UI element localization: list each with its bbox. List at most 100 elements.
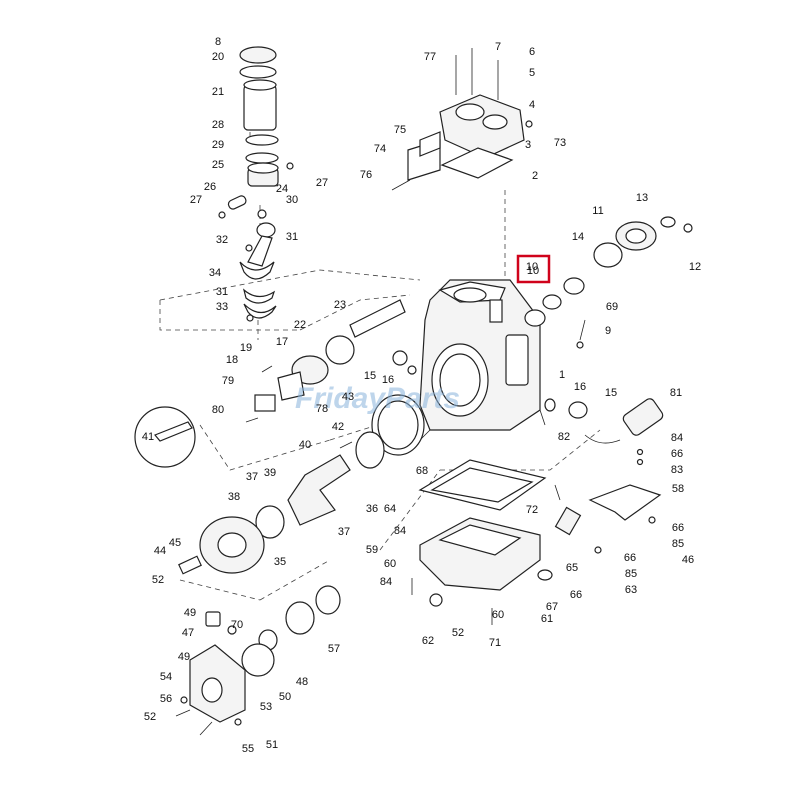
gasket-ring [355, 394, 425, 469]
part-number-label: 66 [671, 448, 683, 460]
part-number-label: 70 [231, 619, 243, 631]
part-number-label: 85 [672, 538, 684, 550]
part-number-label: 27 [316, 177, 328, 189]
part-number-label: 38 [228, 491, 240, 503]
part-number-label: 1 [559, 369, 565, 381]
part-number-label: 10 [526, 261, 538, 273]
part-number-label: 48 [296, 676, 308, 688]
bearing-housing [524, 216, 693, 349]
part-number-label: 11 [592, 205, 603, 217]
oil-filter-right [544, 398, 664, 466]
mounting-bracket [588, 484, 662, 554]
part-number-label: 2 [532, 170, 538, 182]
part-number-label: 22 [294, 319, 306, 331]
part-number-label: 77 [424, 51, 436, 63]
part-number-label: 56 [160, 693, 172, 705]
part-number-label: 46 [682, 554, 694, 566]
part-number-label: 8 [215, 36, 221, 48]
part-number-label: 84 [671, 432, 683, 444]
part-number-label: 71 [489, 637, 501, 649]
part-number-label: 63 [625, 584, 637, 596]
part-number-label: 32 [216, 234, 228, 246]
part-number-label: 18 [226, 354, 238, 366]
part-number-label: 21 [212, 86, 224, 98]
part-number-label: 72 [526, 504, 538, 516]
watermark: FridayParts [295, 382, 460, 415]
part-number-label: 16 [382, 374, 394, 386]
part-number-label: 66 [570, 589, 582, 601]
part-number-label: 57 [328, 643, 340, 655]
part-number-label: 83 [671, 464, 683, 476]
part-number-label: 9 [605, 325, 611, 337]
part-number-label: 84 [394, 525, 406, 537]
part-number-label: 34 [209, 267, 221, 279]
cylinder-head [391, 48, 533, 191]
part-number-label: 31 [216, 286, 228, 298]
part-number-label: 27 [190, 194, 202, 206]
part-number-label: 65 [566, 562, 578, 574]
part-number-label: 80 [212, 404, 224, 416]
part-number-label: 69 [606, 301, 618, 313]
part-number-label: 68 [416, 465, 428, 477]
part-number-label: 33 [216, 301, 228, 313]
part-number-label: 37 [338, 526, 350, 538]
part-number-label: 4 [529, 99, 535, 111]
part-number-label: 60 [492, 609, 504, 621]
part-number-label: 75 [394, 124, 406, 136]
part-number-label: 13 [636, 192, 648, 204]
part-number-label: 85 [625, 568, 637, 580]
part-number-label: 73 [554, 137, 566, 149]
part-number-label: 54 [160, 671, 172, 683]
part-number-label: 24 [276, 183, 288, 195]
part-number-label: 6 [529, 46, 535, 58]
part-number-label: 74 [374, 143, 386, 155]
part-number-label: 20 [212, 51, 224, 63]
part-number-label: 12 [689, 261, 701, 273]
part-number-label: 82 [558, 431, 570, 443]
part-number-label: 52 [452, 627, 464, 639]
part-number-label: 84 [380, 576, 392, 588]
part-number-label: 79 [222, 375, 234, 387]
part-number-label: 61 [541, 613, 553, 625]
part-number-label: 30 [286, 194, 298, 206]
part-number-label: 78 [316, 403, 328, 415]
part-number-label: 19 [240, 342, 252, 354]
part-number-label: 58 [672, 483, 684, 495]
part-number-label: 25 [212, 159, 224, 171]
part-number-label: 50 [279, 691, 291, 703]
part-number-label: 55 [242, 743, 254, 755]
compressor-body [419, 279, 546, 441]
part-number-label: 14 [572, 231, 584, 243]
part-number-label: 3 [525, 139, 531, 151]
part-number-label: 66 [624, 552, 636, 564]
part-number-label: 23 [334, 299, 346, 311]
part-number-label: 29 [212, 139, 224, 151]
part-number-label: 52 [152, 574, 164, 586]
rear-gears [241, 585, 341, 677]
part-number-label: 17 [276, 336, 288, 348]
oil-pump-parts [245, 299, 417, 423]
part-number-label: 49 [178, 651, 190, 663]
highlighted-part-number: 10 [527, 265, 539, 277]
oil-pan [411, 517, 541, 625]
part-number-label: 15 [605, 387, 617, 399]
part-number-label: 36 [366, 503, 378, 515]
oil-filter-stack [218, 46, 294, 219]
oil-pan-gasket [418, 459, 547, 511]
crankshaft [255, 441, 353, 539]
part-number-label: 62 [422, 635, 434, 647]
part-number-label: 5 [529, 67, 535, 79]
bearing-plate [178, 516, 265, 575]
callout-41 [134, 406, 196, 468]
part-number-label: 41 [142, 431, 154, 443]
part-number-label: 31 [286, 231, 298, 243]
part-number-label: 52 [144, 711, 156, 723]
part-number-label: 76 [360, 169, 372, 181]
rear-cover [175, 611, 246, 736]
part-number-label: 28 [212, 119, 224, 131]
part-number-label: 39 [264, 467, 276, 479]
part-number-label: 43 [342, 391, 354, 403]
part-number-label: 40 [299, 439, 311, 451]
